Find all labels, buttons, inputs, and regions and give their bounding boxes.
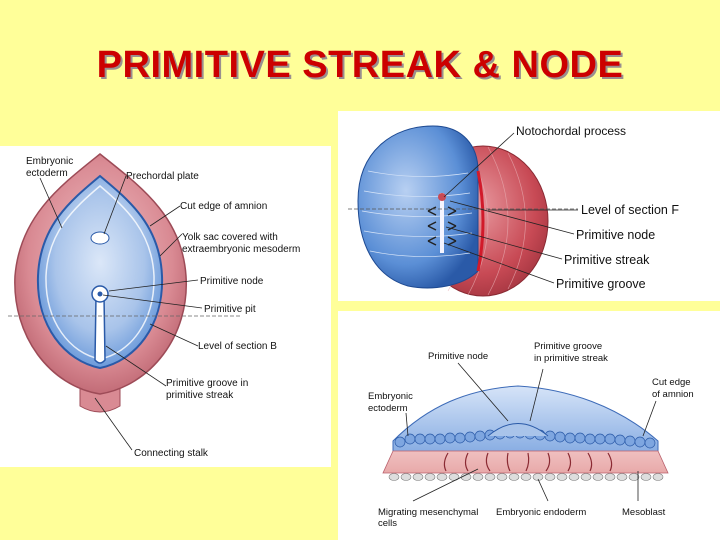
label-primitive-groove-2: in primitive streak	[534, 353, 608, 364]
label-migrating-2: cells	[378, 518, 397, 529]
slide-title: PRIMITIVE STREAK & NODE	[96, 44, 624, 86]
embryonic-disc-shape	[36, 174, 164, 370]
perspective-panel: Notochordal process Level of section F P…	[338, 111, 720, 301]
label-primitive-groove-1: Primitive groove in	[166, 378, 248, 389]
label-mesoblast: Mesoblast	[622, 507, 666, 518]
label-primitive-groove: Primitive groove	[556, 277, 646, 291]
migrating-cells	[443, 452, 613, 472]
label-embryonic-ectoderm-2: ectoderm	[368, 403, 408, 414]
leader-lines	[405, 362, 657, 502]
label-embryonic-ectoderm-1: Embryonic	[368, 391, 413, 402]
section-panel: Primitive node Primitive groove in primi…	[338, 311, 720, 540]
label-level-section-b: Level of section B	[198, 341, 277, 352]
label-primitive-pit: Primitive pit	[204, 304, 256, 315]
label-embryonic-ectoderm-2: ectoderm	[26, 168, 68, 179]
label-yolk-sac-1: Yolk sac covered with	[182, 232, 278, 243]
label-embryonic-endoderm: Embryonic endoderm	[496, 507, 586, 518]
mesoblast-band	[382, 450, 669, 474]
ectoderm-cutaway	[357, 125, 479, 289]
label-primitive-node: Primitive node	[428, 351, 488, 362]
label-cut-edge-amnion: Cut edge of amnion	[180, 201, 267, 212]
primitive-node-bump	[487, 423, 549, 437]
label-embryonic-ectoderm-1: Embryonic	[26, 156, 73, 167]
leader-lines	[443, 132, 578, 284]
label-yolk-sac-2: extraembryonic mesoderm	[182, 244, 300, 255]
leader-lines	[39, 175, 203, 451]
ectoderm-texture	[361, 170, 473, 257]
notochordal-process-shape	[440, 193, 444, 253]
label-migrating-1: Migrating mesenchymal	[378, 507, 478, 518]
label-notochordal-process: Notochordal process	[516, 124, 626, 138]
label-primitive-groove-2: primitive streak	[166, 390, 234, 401]
label-connecting-stalk: Connecting stalk	[134, 448, 209, 459]
label-level-section-f: Level of section F	[581, 203, 679, 217]
section-diagram: Primitive node Primitive groove in primi…	[368, 341, 694, 529]
prechordal-plate-shape	[90, 231, 110, 245]
dorsal-view-diagram: Embryonic ectoderm Prechordal plate Cut …	[8, 153, 300, 459]
endoderm-cell-row	[388, 473, 664, 481]
label-prechordal-plate: Prechordal plate	[126, 171, 199, 182]
cut-edge-red	[476, 170, 485, 272]
primitive-pit-shape	[97, 291, 103, 297]
label-cut-edge-2: of amnion	[652, 389, 694, 400]
primitive-streak-shape	[94, 295, 106, 364]
amnion-dome	[392, 385, 659, 462]
label-primitive-node: Primitive node	[200, 276, 264, 287]
dorsal-view-panel: Embryonic ectoderm Prechordal plate Cut …	[0, 146, 331, 467]
label-cut-edge-1: Cut edge	[652, 377, 691, 388]
label-primitive-groove-1: Primitive groove	[534, 341, 602, 352]
perspective-diagram: Notochordal process Level of section F P…	[348, 124, 679, 297]
label-primitive-streak: Primitive streak	[564, 253, 650, 267]
label-primitive-node: Primitive node	[576, 228, 655, 242]
primitive-node-shape	[438, 193, 446, 201]
